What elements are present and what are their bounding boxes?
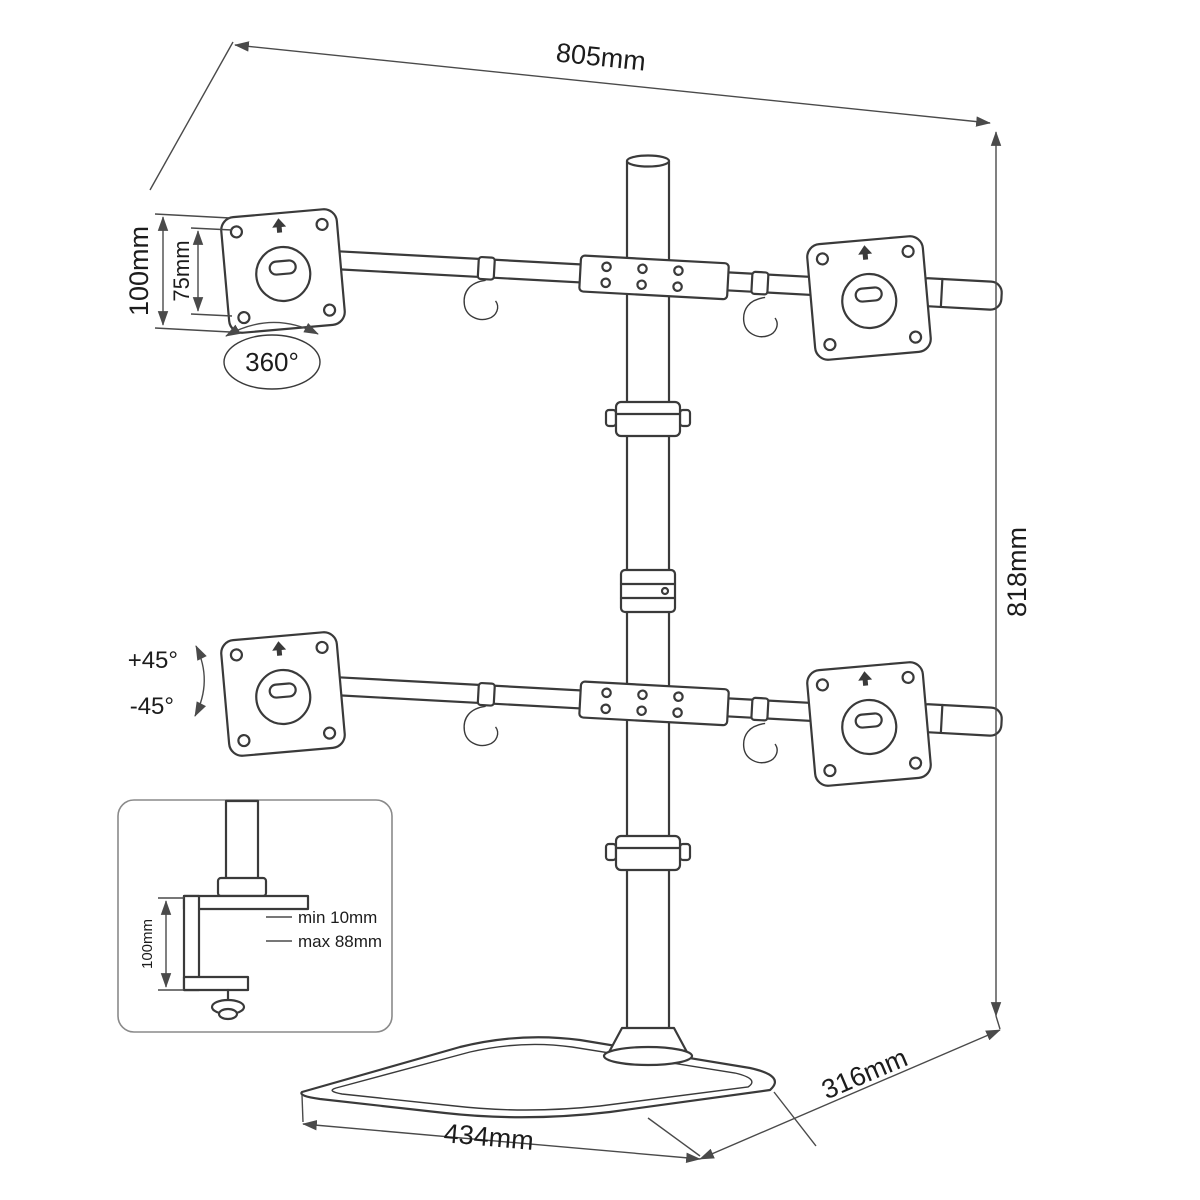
clamp-detail-inset: 100mm min 10mm max 88mm bbox=[117, 799, 393, 1033]
dim-clamp-range: min 10mm max 88mm bbox=[266, 908, 382, 951]
label-base-depth: 316mm bbox=[817, 1042, 912, 1105]
label-clamp-max: max 88mm bbox=[298, 932, 382, 951]
dim-vesa-outer: 100mm bbox=[124, 213, 231, 333]
label-clamp-height: 100mm bbox=[139, 919, 156, 969]
vesa-plate-bottom-left bbox=[219, 630, 347, 758]
dim-total-height: 818mm bbox=[990, 131, 1032, 1030]
height-adjust-collar-upper bbox=[604, 400, 692, 438]
label-clamp-min: min 10mm bbox=[298, 908, 377, 927]
height-adjust-collar-lower bbox=[604, 834, 692, 872]
vesa-plate-top-right bbox=[805, 234, 933, 362]
annotation-tilt: +45° -45° bbox=[128, 645, 207, 720]
dim-vesa-inner: 75mm bbox=[169, 227, 233, 317]
label-tilt-down: -45° bbox=[130, 693, 174, 720]
label-rotation: 360° bbox=[245, 347, 299, 377]
desk-base bbox=[300, 1036, 776, 1119]
dim-base-width: 434mm bbox=[301, 1094, 701, 1163]
pole-joint bbox=[619, 568, 677, 614]
label-tilt-up: +45° bbox=[128, 647, 178, 674]
dimension-lines: 805mm 818mm 100mm 75mm 360° bbox=[124, 37, 1032, 1163]
label-top-width: 805mm bbox=[555, 37, 648, 76]
label-vesa-inner: 75mm bbox=[169, 240, 194, 301]
vesa-plate-top-left bbox=[219, 207, 347, 335]
annotation-rotation: 360° bbox=[223, 321, 321, 390]
dim-clamp-height: 100mm bbox=[139, 897, 184, 991]
label-total-height: 818mm bbox=[1002, 527, 1032, 617]
stand-structure bbox=[219, 154, 1004, 1119]
center-pole bbox=[602, 154, 694, 1067]
label-base-width: 434mm bbox=[443, 1118, 535, 1156]
label-vesa-outer: 100mm bbox=[124, 226, 154, 316]
clamp-drawing bbox=[182, 799, 310, 1021]
dim-top-width: 805mm bbox=[149, 37, 991, 191]
vesa-plate-bottom-right bbox=[805, 660, 933, 788]
